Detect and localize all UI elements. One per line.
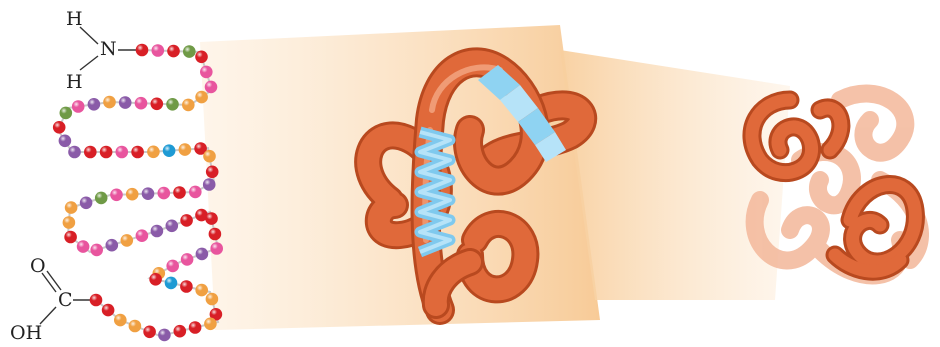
bead-highlight (205, 212, 218, 225)
bead-highlight (116, 146, 129, 159)
bead-highlight (135, 97, 148, 110)
bead-highlight (165, 277, 178, 290)
bead-highlight (179, 143, 192, 156)
amine-h-top: H (66, 10, 83, 29)
magnification-beam-right (560, 50, 790, 300)
bead-highlight (136, 44, 149, 57)
bead-highlight (88, 98, 101, 111)
bead-highlight (182, 99, 195, 112)
bead-highlight (189, 321, 202, 334)
bead-highlight (174, 325, 187, 338)
bead-highlight (195, 51, 208, 64)
bead-highlight (180, 280, 193, 293)
bead-highlight (65, 201, 78, 214)
magnification-beam-left (200, 25, 600, 330)
bead-highlight (200, 66, 213, 79)
bead-highlight (203, 150, 216, 163)
bead-highlight (210, 242, 223, 255)
bead-highlight (90, 244, 103, 257)
bead-highlight (195, 91, 208, 104)
carboxyl-oxygen: O (30, 257, 46, 276)
bead-highlight (142, 187, 155, 200)
bead-highlight (53, 121, 66, 134)
bead-highlight (180, 214, 193, 227)
bead-highlight (204, 318, 217, 331)
bead-highlight (119, 96, 132, 109)
bead-highlight (110, 189, 123, 202)
bead-highlight (163, 144, 176, 157)
bead-highlight (64, 231, 77, 244)
bead-highlight (103, 96, 116, 109)
bead-highlight (102, 304, 115, 317)
bead-highlight (59, 135, 72, 148)
bead-highlight (129, 320, 142, 333)
bead-highlight (205, 81, 218, 94)
bead-highlight (80, 197, 93, 210)
bead-highlight (206, 166, 219, 179)
bead-highlight (143, 326, 156, 339)
bead-highlight (166, 260, 179, 273)
bead-highlight (158, 329, 171, 342)
amine-nitrogen: N (100, 40, 117, 59)
bead-highlight (189, 186, 202, 199)
bead-highlight (77, 240, 90, 253)
bead-highlight (84, 146, 97, 159)
carboxyl-carbon: C (58, 291, 73, 310)
bead-highlight (181, 253, 194, 266)
bead-highlight (90, 294, 103, 307)
bead-highlight (121, 234, 134, 247)
bead-highlight (203, 178, 216, 191)
bead-highlight (95, 192, 108, 205)
bead-highlight (151, 225, 164, 238)
bead-highlight (158, 187, 171, 200)
bead-highlight (100, 146, 113, 159)
carboxyl-hydroxyl: OH (10, 324, 42, 343)
bead-highlight (63, 216, 76, 229)
amine-h-bottom: H (66, 73, 83, 92)
bead-highlight (206, 293, 219, 306)
bead-highlight (151, 98, 164, 111)
bead-highlight (131, 146, 144, 159)
bead-highlight (60, 107, 73, 120)
bead-highlight (196, 248, 209, 261)
bead-highlight (173, 186, 186, 199)
bead-highlight (147, 146, 160, 159)
bead-highlight (72, 100, 85, 113)
bead-highlight (152, 44, 165, 57)
bead-highlight (209, 228, 222, 241)
bead-highlight (183, 45, 196, 58)
bead-highlight (166, 98, 179, 111)
bead-highlight (149, 273, 162, 286)
bead-highlight (126, 188, 139, 201)
bead-highlight (114, 314, 127, 327)
bead-highlight (166, 220, 179, 233)
bead-highlight (106, 239, 119, 252)
bead-highlight (167, 45, 180, 58)
bead-highlight (136, 229, 149, 242)
bead-highlight (68, 146, 81, 159)
bead-highlight (195, 284, 208, 297)
